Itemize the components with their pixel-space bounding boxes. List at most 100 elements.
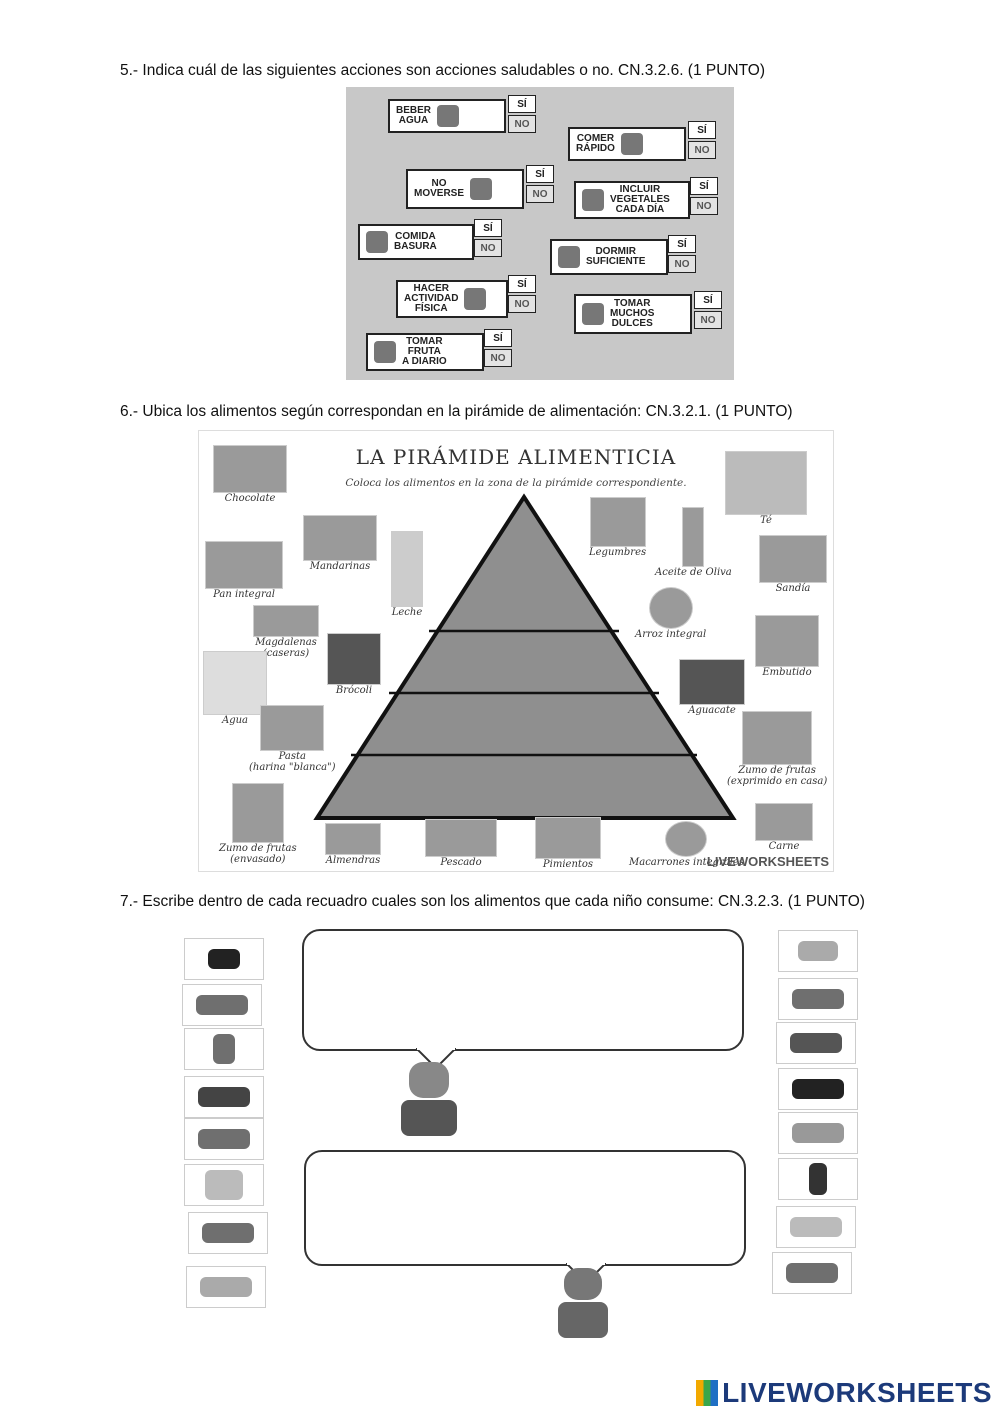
food-pan-integral[interactable]: Pan integral (205, 541, 283, 600)
yes-no-group: SÍ NO (690, 177, 718, 217)
yes-option[interactable]: SÍ (508, 275, 536, 293)
yes-no-group: SÍ NO (508, 95, 536, 135)
yes-option[interactable]: SÍ (508, 95, 536, 113)
no-option[interactable]: NO (694, 311, 722, 329)
yes-no-group: SÍ NO (688, 121, 716, 161)
food-thumb-cheese[interactable] (186, 1266, 266, 1308)
yes-option[interactable]: SÍ (484, 329, 512, 347)
food-macarrones-integrales[interactable]: Macarrones integrales (629, 821, 744, 868)
yes-option[interactable]: SÍ (526, 165, 554, 183)
action-label: HACER ACTIVIDAD FÍSICA (404, 283, 459, 314)
food-thumb-bread[interactable] (778, 1112, 858, 1154)
food-thumb-soda[interactable] (778, 1158, 858, 1200)
food-carne[interactable]: Carne (755, 803, 813, 852)
action-label: BEBER AGUA (396, 105, 432, 126)
yes-no-group: SÍ NO (694, 291, 722, 331)
food-thumb[interactable] (184, 1118, 264, 1160)
question-6: 6.- Ubica los alimentos según correspond… (120, 403, 793, 420)
yes-no-group: SÍ NO (474, 219, 502, 259)
food-aguacate[interactable]: Aguacate (679, 659, 745, 716)
food-zumo-exprimido[interactable]: Zumo de frutas (exprimido en casa) (727, 711, 827, 787)
cupcake-icon (582, 303, 604, 325)
action-label: COMIDA BASURA (394, 231, 437, 252)
no-option[interactable]: NO (508, 295, 536, 313)
food-thumb[interactable] (182, 984, 262, 1026)
action-label: TOMAR FRUTA A DIARIO (402, 336, 447, 367)
food-agua[interactable]: Agua (203, 651, 267, 726)
logo-text: LIVEWORKSHEETS (722, 1377, 992, 1408)
food-thumb[interactable] (184, 1076, 264, 1118)
no-option[interactable]: NO (484, 349, 512, 367)
food-arroz-integral[interactable]: Arroz integral (635, 587, 706, 640)
yes-option[interactable]: SÍ (688, 121, 716, 139)
pyramid-graphic (313, 493, 737, 820)
junk-food-icon (366, 231, 388, 253)
food-chocolate[interactable]: Chocolate (213, 445, 287, 504)
food-thumb-eggs[interactable] (778, 930, 858, 972)
bed-icon (470, 178, 493, 200)
food-thumb-meat[interactable] (778, 1068, 858, 1110)
answer-box-boy-2[interactable] (304, 1150, 746, 1266)
food-magdalenas[interactable]: Magdalenas (caseras) (253, 605, 319, 659)
action-card-comida-basura: COMIDA BASURA (358, 224, 474, 260)
action-label: DORMIR SUFICIENTE (586, 246, 646, 267)
action-card-actividad-fisica: HACER ACTIVIDAD FÍSICA (396, 280, 508, 318)
no-option[interactable]: NO (526, 185, 554, 203)
food-brocoli[interactable]: Brócoli (327, 633, 381, 696)
logo-icon (696, 1380, 719, 1406)
food-te[interactable]: Té (725, 451, 807, 526)
food-aceite-oliva[interactable]: Aceite de Oliva (655, 507, 732, 578)
yes-option[interactable]: SÍ (690, 177, 718, 195)
boy-2-avatar (552, 1268, 614, 1342)
vegetables-icon (582, 189, 604, 211)
food-thumb-juice[interactable] (184, 1028, 264, 1070)
answer-box-boy-1[interactable] (302, 929, 744, 1051)
yes-no-group: SÍ NO (668, 235, 696, 275)
yes-no-group: SÍ NO (484, 329, 512, 369)
pyramid-subtitle: Coloca los alimentos en la zona de la pi… (345, 477, 687, 489)
pyramid-shape (313, 493, 737, 820)
yes-option[interactable]: SÍ (694, 291, 722, 309)
food-zumo-envasado[interactable]: Zumo de frutas (envasado) (219, 783, 297, 865)
no-option[interactable]: NO (690, 197, 718, 215)
no-option[interactable]: NO (668, 255, 696, 273)
food-thumb[interactable] (776, 1206, 856, 1248)
food-thumb[interactable] (778, 978, 858, 1020)
food-pasta-blanca[interactable]: Pasta (harina "blanca") (249, 705, 336, 773)
liveworksheets-logo: LIVEWORKSHEETS (696, 1377, 992, 1409)
no-option[interactable]: NO (508, 115, 536, 133)
question-5: 5.- Indica cuál de las siguientes accion… (120, 62, 766, 79)
no-option[interactable]: NO (474, 239, 502, 257)
no-option[interactable]: NO (688, 141, 716, 159)
yes-option[interactable]: SÍ (668, 235, 696, 253)
yes-no-group: SÍ NO (508, 275, 536, 315)
food-mandarinas[interactable]: Mandarinas (303, 515, 377, 572)
food-pyramid-panel: LA PIRÁMIDE ALIMENTICIA Coloca los alime… (198, 430, 834, 872)
bubble-tail (416, 1048, 456, 1070)
action-card-beber-agua: BEBER AGUA (388, 99, 506, 133)
food-pescado[interactable]: Pescado (425, 819, 497, 868)
food-leche[interactable]: Leche (391, 531, 423, 618)
food-legumbres[interactable]: Legumbres (589, 497, 646, 558)
action-label: INCLUIR VEGETALES CADA DÍA (610, 184, 670, 215)
food-almendras[interactable]: Almendras (325, 823, 381, 866)
yes-no-group: SÍ NO (526, 165, 554, 205)
action-card-fruta-diario: TOMAR FRUTA A DIARIO (366, 333, 484, 371)
food-sandia[interactable]: Sandía (759, 535, 827, 594)
food-thumb[interactable] (772, 1252, 852, 1294)
food-thumb-sandwich[interactable] (188, 1212, 268, 1254)
action-card-comer-rapido: COMER RÁPIDO (568, 127, 686, 161)
action-label: NO MOVERSE (414, 178, 465, 199)
food-embutido[interactable]: Embutido (755, 615, 819, 678)
fast-food-person-icon (620, 133, 643, 155)
sleep-clock-icon (558, 246, 580, 268)
food-pimientos[interactable]: Pimientos (535, 817, 601, 870)
yes-option[interactable]: SÍ (474, 219, 502, 237)
food-thumb-milk[interactable] (184, 1164, 264, 1206)
action-label: TOMAR MUCHOS DULCES (610, 298, 655, 329)
action-card-no-moverse: NO MOVERSE (406, 169, 524, 209)
pyramid-watermark: LIVEWORKSHEETS (706, 854, 829, 869)
food-thumb[interactable] (776, 1022, 856, 1064)
action-card-dormir-suficiente: DORMIR SUFICIENTE (550, 239, 668, 275)
food-thumb-chocolate[interactable] (184, 938, 264, 980)
